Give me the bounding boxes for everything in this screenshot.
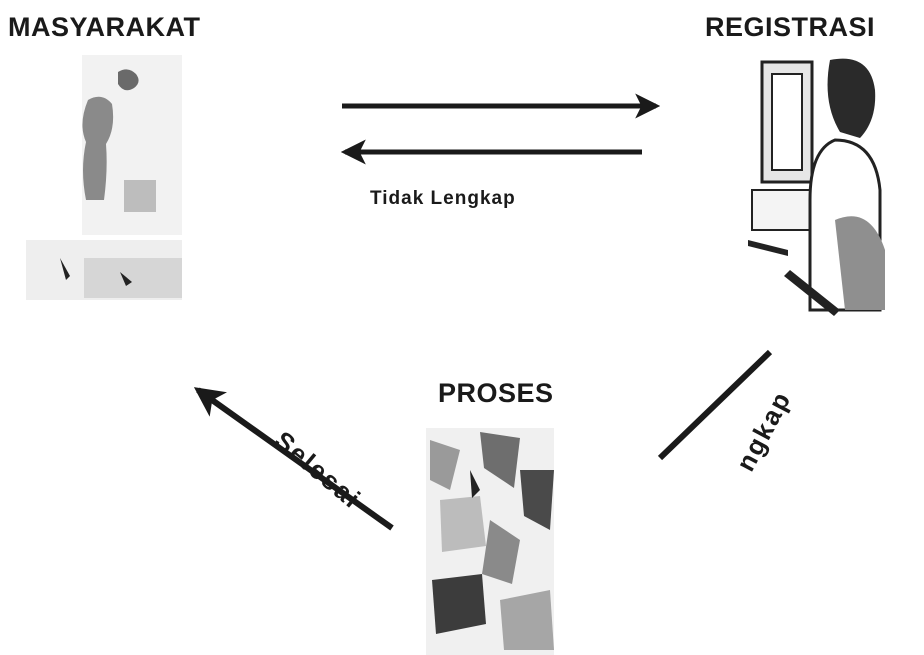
edge-label-tidak-lengkap: Tidak Lengkap <box>370 188 516 209</box>
node-label-registrasi: REGISTRASI <box>705 12 876 42</box>
line-registrasi-to-proses <box>657 349 773 461</box>
process-illustration-icon <box>426 428 554 655</box>
computer-user-icon <box>748 58 885 316</box>
node-label-proses: PROSES <box>438 378 554 408</box>
node-label-masyarakat: MASYARAKAT <box>8 12 201 42</box>
arrow-proses-to-masyarakat <box>193 387 394 531</box>
person-figure-icon <box>26 55 182 300</box>
